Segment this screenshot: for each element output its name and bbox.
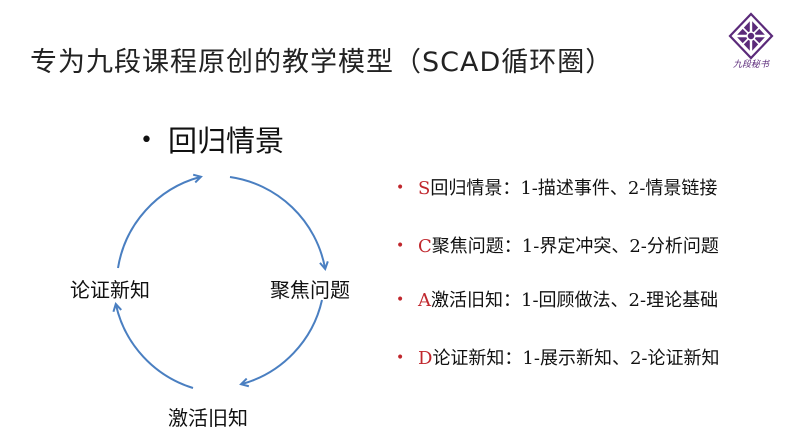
bullet-dot: • [140, 128, 153, 153]
logo-text: 九段秘书 [732, 60, 769, 70]
main-bullet-text: 回归情景 [168, 124, 285, 158]
arc-top-left [117, 177, 200, 269]
list-bullet: • [396, 238, 405, 254]
list-bullet: • [396, 350, 405, 366]
list-text: 聚焦问题：1-界定冲突、2-分析问题 [431, 236, 719, 257]
list-text: 回归情景：1-描述事件、2-情景链接 [430, 178, 718, 199]
list-letter: D [418, 348, 433, 369]
list-item-c: • C聚焦问题：1-界定冲突、2-分析问题 [396, 232, 719, 258]
page-title: 专为九段课程原创的教学模型（SCAD循环圈） [30, 47, 614, 78]
list-item-d: • D论证新知：1-展示新知、2-论证新知 [396, 344, 720, 370]
cycle-node-left: 论证新知 [70, 278, 150, 302]
cycle-node-bottom: 激活旧知 [168, 406, 248, 430]
diamond-cross-icon [728, 12, 774, 60]
list-text: 论证新知：1-展示新知、2-论证新知 [432, 348, 720, 369]
list-item-s: • S回归情景：1-描述事件、2-情景链接 [396, 174, 717, 200]
list-text: 激活旧知：1-回顾做法、2-理论基础 [431, 290, 719, 311]
main-bullet: • 回归情景 [140, 118, 284, 160]
list-bullet: • [396, 292, 405, 308]
arc-bottom-left [116, 305, 194, 389]
list-letter: C [418, 236, 432, 257]
scad-cycle-diagram [0, 150, 420, 389]
arc-bottom-right [242, 299, 323, 384]
list-letter: S [418, 178, 431, 199]
arc-top-right [229, 176, 325, 268]
cycle-node-right: 聚焦问题 [270, 278, 350, 302]
list-bullet: • [396, 180, 405, 196]
list-item-a: • A激活旧知：1-回顾做法、2-理论基础 [396, 286, 718, 312]
list-letter: A [418, 290, 431, 311]
